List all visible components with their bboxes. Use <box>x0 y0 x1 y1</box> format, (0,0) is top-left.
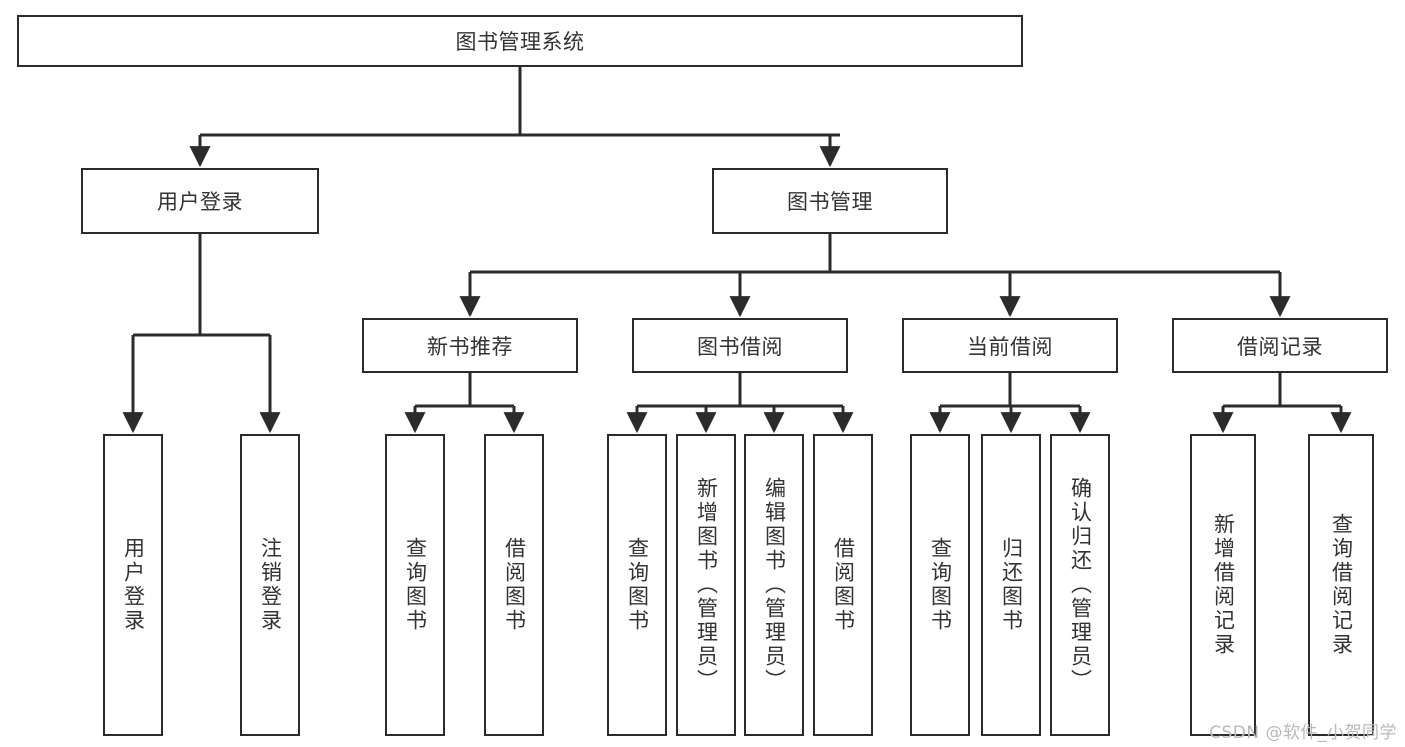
node-level3-3[interactable]: 当前借阅 <box>902 318 1118 373</box>
node-leaf-2[interactable]: 注销登录 <box>240 434 300 736</box>
node-leaf-5[interactable]: 查询图书 <box>607 434 667 736</box>
node-root[interactable]: 图书管理系统 <box>17 15 1023 67</box>
node-leaf-10-label: 归还图书 <box>999 537 1024 633</box>
node-leaf-6-label: 新增图书（管理员） <box>694 477 719 693</box>
node-leaf-8-label: 借阅图书 <box>831 537 856 633</box>
node-leaf-12[interactable]: 新增借阅记录 <box>1190 434 1256 736</box>
node-leaf-1-label: 用户登录 <box>121 537 146 633</box>
node-level2-2-label: 图书管理 <box>787 190 873 214</box>
node-leaf-11-label: 确认归还（管理员） <box>1068 477 1093 693</box>
node-leaf-3-label: 查询图书 <box>403 537 428 633</box>
node-level3-2[interactable]: 图书借阅 <box>632 318 848 373</box>
node-level2-2[interactable]: 图书管理 <box>712 168 948 234</box>
watermark: CSDN @软件_小贺同学 <box>1209 723 1397 743</box>
node-leaf-7-label: 编辑图书（管理员） <box>762 477 787 693</box>
node-leaf-1[interactable]: 用户登录 <box>103 434 163 736</box>
node-level2-1-label: 用户登录 <box>157 190 243 214</box>
node-level3-4-label: 借阅记录 <box>1237 334 1323 359</box>
node-leaf-13-label: 查询借阅记录 <box>1329 513 1354 657</box>
node-leaf-3[interactable]: 查询图书 <box>385 434 445 736</box>
node-leaf-13[interactable]: 查询借阅记录 <box>1308 434 1374 736</box>
node-root-label: 图书管理系统 <box>455 30 585 54</box>
node-level3-1-label: 新书推荐 <box>427 334 513 359</box>
node-leaf-7[interactable]: 编辑图书（管理员） <box>744 434 804 736</box>
node-leaf-12-label: 新增借阅记录 <box>1211 513 1236 657</box>
node-leaf-6[interactable]: 新增图书（管理员） <box>676 434 736 736</box>
node-level3-3-label: 当前借阅 <box>967 334 1053 359</box>
node-level3-4[interactable]: 借阅记录 <box>1172 318 1388 373</box>
node-leaf-2-label: 注销登录 <box>258 537 283 633</box>
node-leaf-4[interactable]: 借阅图书 <box>484 434 544 736</box>
node-leaf-4-label: 借阅图书 <box>502 537 527 633</box>
node-leaf-5-label: 查询图书 <box>625 537 650 633</box>
node-leaf-9-label: 查询图书 <box>928 537 953 633</box>
node-leaf-9[interactable]: 查询图书 <box>910 434 970 736</box>
node-leaf-8[interactable]: 借阅图书 <box>813 434 873 736</box>
node-leaf-11[interactable]: 确认归还（管理员） <box>1050 434 1110 736</box>
node-level3-1[interactable]: 新书推荐 <box>362 318 578 373</box>
node-level3-2-label: 图书借阅 <box>697 334 783 359</box>
node-leaf-10[interactable]: 归还图书 <box>981 434 1041 736</box>
node-level2-1[interactable]: 用户登录 <box>81 168 319 234</box>
